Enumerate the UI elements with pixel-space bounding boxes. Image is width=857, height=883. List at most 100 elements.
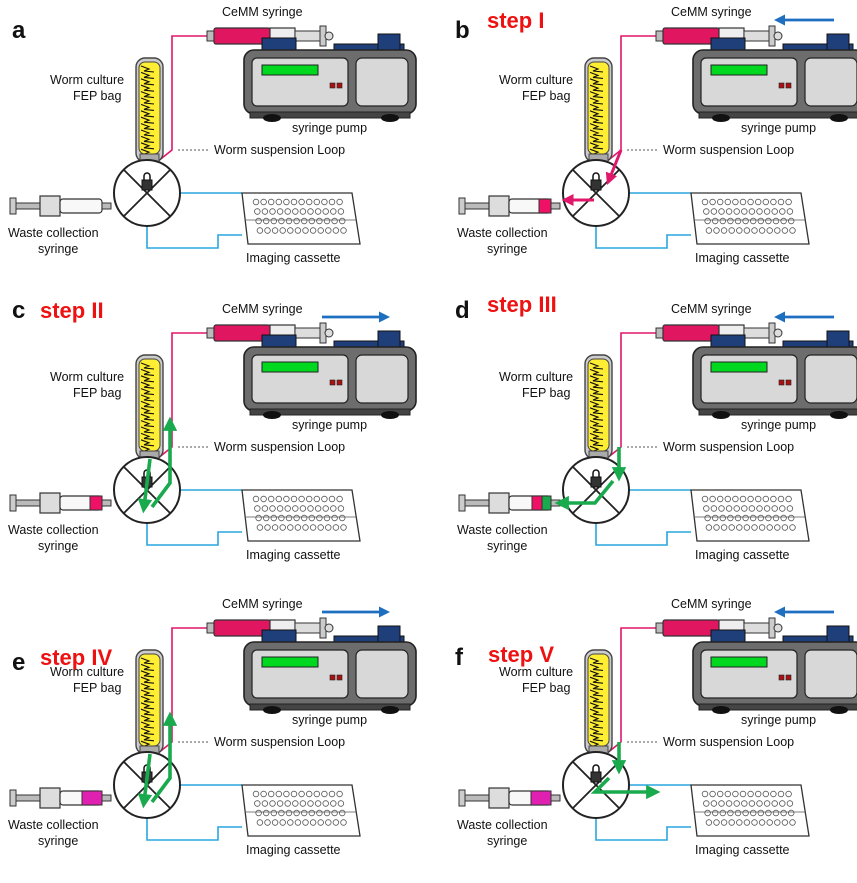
well (789, 819, 796, 826)
well (301, 809, 308, 817)
pump-foot (263, 411, 281, 419)
well (755, 198, 762, 206)
waste-syringe (458, 195, 561, 217)
well (736, 819, 743, 826)
well (748, 505, 756, 512)
pump-foot (712, 114, 730, 122)
well (713, 524, 720, 531)
well (756, 208, 763, 215)
well (781, 819, 789, 826)
well (284, 208, 291, 215)
well (727, 809, 734, 817)
well (290, 790, 298, 798)
well (276, 800, 284, 807)
well (771, 800, 778, 807)
well (757, 809, 764, 817)
waste-syringe-label: syringe (487, 834, 527, 848)
imaging-cassette-label: Imaging cassette (246, 548, 341, 562)
well (780, 514, 787, 522)
well (751, 819, 758, 826)
well (328, 790, 336, 798)
cemm-syringe-label: CeMM syringe (671, 5, 752, 19)
imaging-cassette (690, 784, 810, 837)
well (770, 198, 777, 206)
fep-bag-label: FEP bag (73, 386, 121, 400)
waste-syringe-label: syringe (38, 834, 78, 848)
well (299, 208, 307, 215)
well (704, 514, 711, 522)
well (785, 495, 792, 503)
well (732, 198, 739, 206)
well (294, 819, 302, 826)
well (252, 790, 260, 798)
well (287, 524, 294, 531)
well (292, 505, 299, 512)
suspension-loop-label: Worm suspension Loop (663, 735, 794, 749)
worms-scribble (589, 362, 604, 453)
well (747, 790, 754, 798)
panel-letter-b: b (455, 17, 470, 44)
well (263, 809, 270, 817)
well (255, 809, 262, 817)
cemm-syringe-label: CeMM syringe (222, 597, 303, 611)
well (785, 790, 792, 798)
imaging-cassette (690, 192, 810, 245)
fep-bag-label: FEP bag (522, 89, 570, 103)
well (717, 198, 724, 206)
waste-contents (538, 198, 552, 214)
well (336, 495, 343, 503)
pump-foot (381, 706, 399, 714)
pump-display (261, 64, 319, 76)
blue-tubing-bottom (595, 812, 691, 841)
well (256, 524, 264, 531)
well (770, 790, 777, 798)
well (762, 198, 769, 206)
rotary-valve (562, 159, 630, 227)
well (756, 800, 763, 807)
well (779, 800, 786, 807)
lock-icon (590, 771, 602, 783)
well (781, 227, 789, 234)
well (725, 208, 733, 215)
well (302, 524, 309, 531)
pump-clamp-right (377, 33, 401, 51)
well (321, 495, 328, 503)
well (734, 809, 742, 817)
rotary-valve (113, 159, 181, 227)
pump-foot (263, 114, 281, 122)
well (766, 227, 773, 234)
well (292, 800, 299, 807)
well (712, 217, 719, 225)
well (283, 198, 290, 206)
well (306, 495, 313, 503)
well (785, 198, 792, 206)
well (705, 524, 713, 531)
well (279, 227, 286, 234)
well (298, 790, 305, 798)
well (765, 217, 772, 225)
pump-clamp-right (826, 33, 850, 51)
worms-scribble (589, 65, 604, 156)
well (290, 198, 298, 206)
step-title-d: step III (487, 292, 557, 317)
step-title-f: step V (488, 642, 554, 667)
well (734, 217, 742, 225)
imaging-cassette (241, 192, 361, 245)
well (316, 514, 323, 522)
pump-foot (830, 411, 848, 419)
well (252, 495, 260, 503)
well (743, 227, 751, 234)
panel-letter-e: e (12, 649, 25, 676)
well (713, 227, 720, 234)
imaging-cassette (241, 784, 361, 837)
well (756, 505, 763, 512)
pump-foot (712, 411, 730, 419)
well (260, 790, 267, 798)
waste-syringe (9, 492, 112, 514)
waste-collection-label: Waste collection (8, 818, 99, 832)
blue-tubing-bottom (146, 517, 242, 546)
syringe-pump-label: syringe pump (292, 121, 367, 135)
well (741, 208, 748, 215)
